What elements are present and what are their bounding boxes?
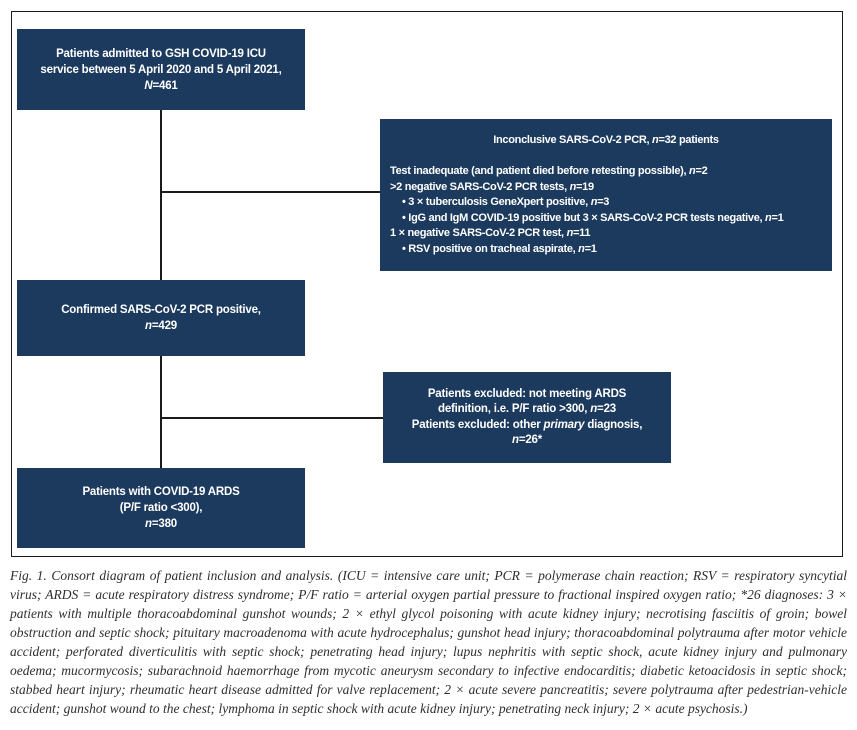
box-line: Inconclusive SARS-CoV-2 PCR, n=32 patien… [390,133,822,149]
text-segment: Patients admitted to GSH COVID-19 ICU [56,47,266,60]
box-line: n=26* [391,433,663,449]
text-segment: n [566,227,574,239]
text-segment: n [145,518,152,530]
text-segment: n [511,434,519,446]
box-confirmed-pcr-positive: Confirmed SARS-CoV-2 PCR positive, n=429 [17,280,305,356]
text-segment: =1 [584,242,597,255]
box-line: 1 × negative SARS-CoV-2 PCR test, n=11 [390,226,822,242]
text-segment: >2 negative SARS-CoV-2 PCR tests, [390,180,570,193]
box-patients-admitted: Patients admitted to GSH COVID-19 ICU ser… [17,29,305,110]
box-patients-excluded: Patients excluded: not meeting ARDS defin… [383,372,671,463]
connector-branch-inconclusive [160,191,380,193]
text-segment: primary [543,418,585,431]
text-segment: Confirmed SARS-CoV-2 PCR positive, [61,304,261,316]
text-segment: n [652,134,659,146]
box-line: n=429 [25,318,297,334]
box-line: n=380 [25,516,297,532]
text-segment: diagnosis, [584,418,643,431]
box-line: Confirmed SARS-CoV-2 PCR positive, [25,302,297,318]
text-segment: Patients excluded: not meeting ARDS [427,387,627,400]
text-segment: n [689,165,696,177]
text-segment: Inconclusive SARS-CoV-2 PCR, [493,134,653,146]
text-segment: =19 [576,180,594,193]
box-line: Test inadequate (and patient died before… [390,164,822,180]
box-line: • RSV positive on tracheal aspirate, n=1 [390,242,822,258]
box-line: Patients excluded: not meeting ARDS [391,387,663,403]
text-segment: =2 [695,165,708,177]
connector-confirmed-to-ards [160,355,162,468]
box-line: Patients admitted to GSH COVID-19 ICU [25,46,297,62]
text-segment: n [765,211,772,224]
diagram-border [11,11,843,557]
box-line [390,149,822,165]
box-covid-ards: Patients with COVID-19 ARDS (P/F ratio <3… [17,468,305,548]
text-segment: Patients excluded: other [411,418,544,431]
text-segment: • 3 × tuberculosis GeneXpert positive, [402,196,591,208]
text-segment: • RSV positive on tracheal aspirate, [402,242,579,255]
box-line: Patients with COVID-19 ARDS [25,484,297,500]
text-segment: definition, i.e. P/F ratio >300, [438,403,591,415]
box-line: (P/F ratio <300), [25,500,297,516]
text-segment: (P/F ratio <300), [119,502,203,514]
text-segment: Test inadequate (and patient died before… [390,165,690,177]
box-line: • 3 × tuberculosis GeneXpert positive, n… [390,195,822,211]
box-line: definition, i.e. P/F ratio >300, n=23 [391,402,663,418]
text-segment: n [145,320,152,332]
figure-caption: Fig. 1. Consort diagram of patient inclu… [10,568,847,716]
text-segment: 1 × negative SARS-CoV-2 PCR test, [390,227,567,239]
text-segment: =380 [151,518,177,530]
connector-branch-excluded [160,417,383,419]
text-segment: =3 [597,196,610,208]
text-segment: n [569,180,577,193]
text-segment: =26* [518,434,542,446]
box-line: N=461 [25,78,297,94]
text-segment: N [144,79,153,92]
text-segment: service between 5 April 2020 and 5 April… [40,63,282,76]
text-segment: n [590,403,598,415]
box-line: • IgG and IgM COVID-19 positive but 3 × … [390,211,822,227]
text-segment: =11 [572,227,591,239]
text-segment: =461 [152,79,178,92]
text-segment: n [578,242,585,255]
box-line: service between 5 April 2020 and 5 April… [25,62,297,78]
box-inconclusive-pcr: Inconclusive SARS-CoV-2 PCR, n=32 patien… [380,119,832,271]
connector-admitted-to-confirmed [160,110,162,280]
box-line: Patients excluded: other primary diagnos… [391,418,663,434]
text-segment: =1 [771,211,784,224]
text-segment: =23 [597,403,616,415]
text-segment: • IgG and IgM COVID-19 positive but 3 × … [402,211,766,224]
text-segment: n [590,196,598,208]
text-segment: Patients with COVID-19 ARDS [82,486,240,498]
text-segment: =32 patients [658,134,719,146]
text-segment: =429 [151,320,177,332]
box-line: >2 negative SARS-CoV-2 PCR tests, n=19 [390,180,822,196]
